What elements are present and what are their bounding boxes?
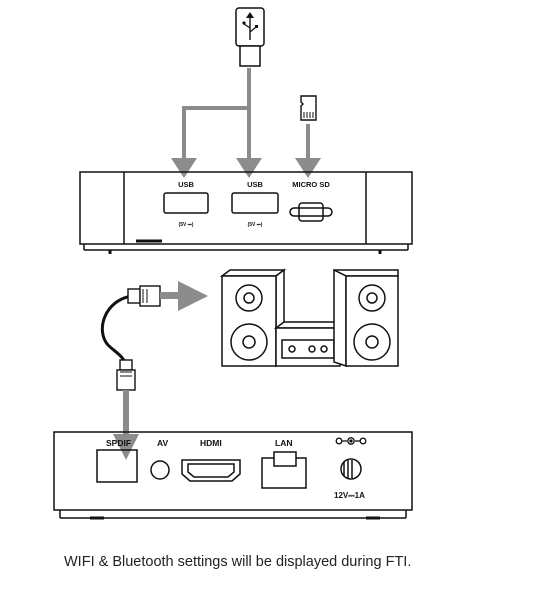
usb-port-2-sub: (5V ⎓) [248,222,263,228]
front-device [79,171,413,254]
av-label: AV [157,438,169,448]
spdif-label: SPDIF [106,438,131,448]
optical-cable-icon [100,285,161,391]
usb-port-1-label: USB [178,180,194,189]
microsd-card-icon [300,95,317,121]
power-port [340,458,362,480]
lan-label: LAN [275,438,292,448]
power-label: 12V⎓1A [334,491,365,500]
usb-port-1 [163,192,209,214]
usb-arrows [182,68,310,160]
hdmi-label: HDMI [200,438,222,448]
hdmi-port [181,459,241,482]
arrow-heads [171,158,321,178]
usb-port-2 [231,192,279,214]
usb-stick-icon [235,7,265,67]
rear-device [53,431,413,520]
fti-caption: WIFI & Bluetooth settings will be displa… [64,554,412,570]
spdif-port [96,449,138,483]
speaker-system-icon [219,268,399,368]
av-port [150,460,170,480]
dc-polarity-icon [335,437,367,445]
usb-port-2-label: USB [247,180,263,189]
usb-port-1-sub: (5V ⎓) [179,222,194,228]
lan-port [261,451,307,489]
spdif-arrows [113,281,208,460]
microsd-label: MICRO SD [292,180,330,189]
